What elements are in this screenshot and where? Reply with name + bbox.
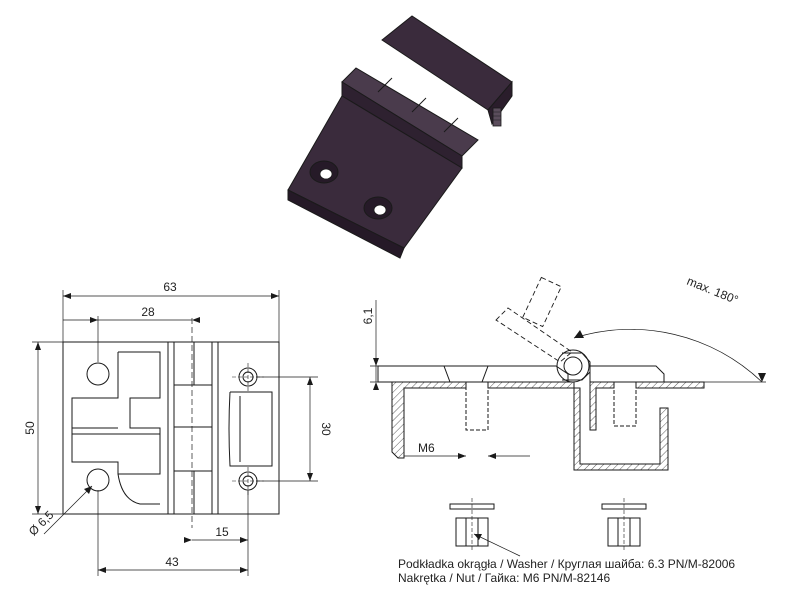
washer-nut-left <box>449 498 495 552</box>
right-leaf-section <box>589 365 665 383</box>
knuckle-segment <box>173 384 213 428</box>
dim-hole-offset-left: 28 <box>141 305 155 319</box>
mounting-hole <box>86 362 110 386</box>
leaf-cutout <box>71 352 119 429</box>
hinge-3d-render <box>287 15 513 259</box>
left-leaf-section <box>377 365 569 383</box>
leaf-recess <box>228 391 273 467</box>
lower-leaf-edge <box>287 189 405 259</box>
label-thread: M6 <box>418 441 435 455</box>
leaf-rotated-ghost <box>495 276 573 363</box>
dimension-lines <box>32 290 318 576</box>
dim-offset-height: 6,1 <box>361 307 375 324</box>
dim-hole-diameter: Ø 6,5 <box>26 508 57 539</box>
stud-screw <box>492 107 502 127</box>
hinge-outline <box>62 341 280 515</box>
dim-overall-height: 50 <box>23 421 37 435</box>
note-nut: Nakrętka / Nut / Гайка: M6 PN/M-82146 <box>398 571 610 585</box>
front-view <box>32 290 318 576</box>
stud-shank <box>613 381 637 427</box>
note-washer: Podkładka okrągła / Washer / Круглая шай… <box>398 557 735 571</box>
washer-nut-right <box>601 498 647 552</box>
screw-shank <box>465 381 489 431</box>
label-max-rotation: max. 180° <box>685 274 741 307</box>
screw-head <box>443 365 489 383</box>
dim-hole-pitch: 30 <box>319 422 333 436</box>
dim-overall-width: 63 <box>163 280 177 294</box>
knuckle-segment <box>173 426 213 472</box>
dim-hole-offset-center: 15 <box>215 525 229 539</box>
side-dimension-lines <box>370 300 766 457</box>
mounting-profile <box>391 381 705 471</box>
knuckle-pin <box>563 356 583 376</box>
dim-hole-offset-bottom: 43 <box>165 555 179 569</box>
side-view <box>370 276 766 557</box>
